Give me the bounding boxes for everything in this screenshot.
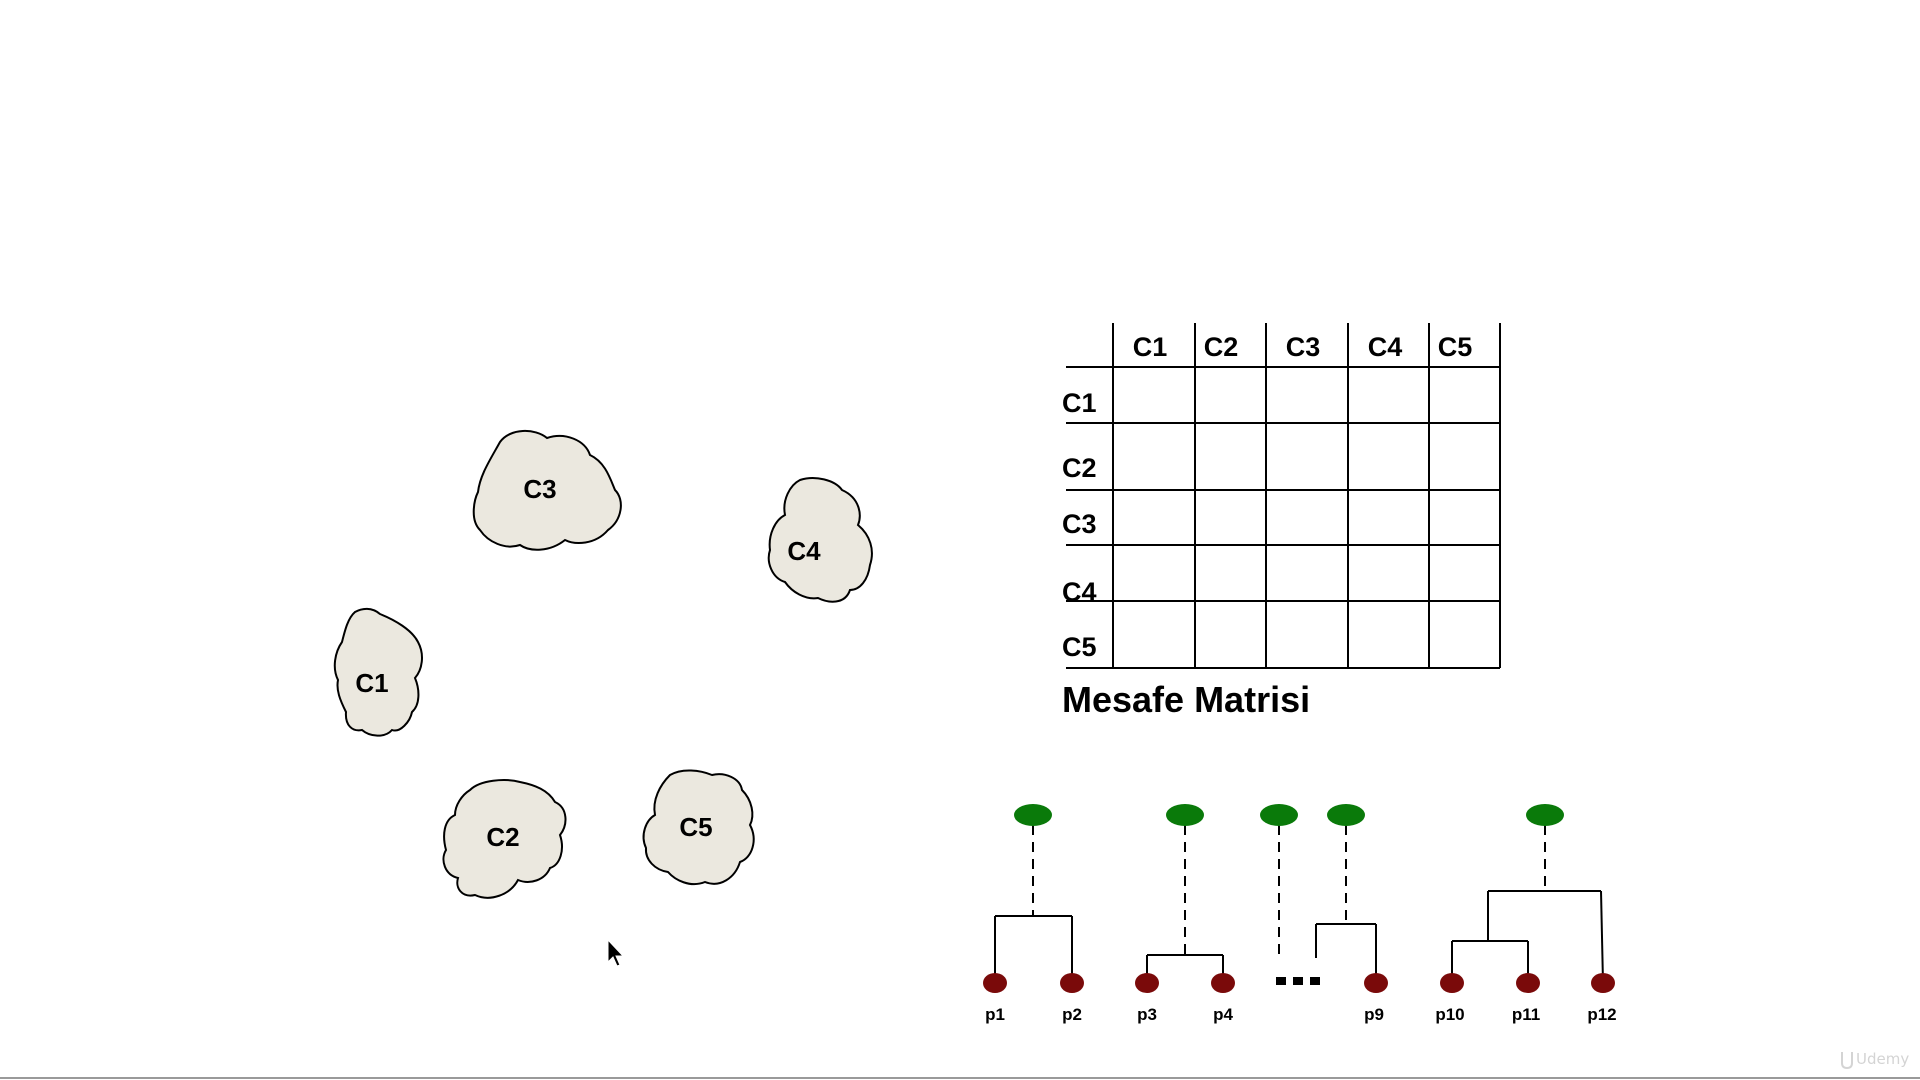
- leaf-label: p3: [1137, 1005, 1157, 1024]
- dendro-root-nodes: [1014, 804, 1564, 826]
- matrix-col-header: C5: [1438, 332, 1473, 362]
- ellipsis-dot: [1310, 977, 1320, 985]
- root-node: [1327, 804, 1365, 826]
- leaf-node-p10: [1440, 973, 1464, 993]
- leaf-label: p9: [1364, 1005, 1384, 1024]
- watermark-text: Udemy: [1856, 1050, 1909, 1068]
- matrix-row-header: C2: [1062, 453, 1097, 483]
- leaf-label: p12: [1587, 1005, 1616, 1024]
- leaf-node-p9: [1364, 973, 1388, 993]
- cluster-c5-shape: [642, 769, 755, 886]
- cluster-c3-label: C3: [523, 474, 556, 504]
- matrix-col-header: C3: [1286, 332, 1321, 362]
- root-node: [1526, 804, 1564, 826]
- matrix-row-header: C3: [1062, 509, 1097, 539]
- udemy-logo-icon: [1841, 1052, 1853, 1070]
- cluster-c5-label: C5: [679, 812, 712, 842]
- matrix-column-headers: C1 C2 C3 C4 C5: [1133, 332, 1473, 362]
- cluster-c2-label: C2: [486, 822, 519, 852]
- cluster-c5: C5: [642, 769, 755, 886]
- matrix-title: Mesafe Matrisi: [1062, 679, 1310, 720]
- matrix-row-header: C5: [1062, 632, 1097, 662]
- dendro-ellipsis: [1276, 977, 1320, 985]
- udemy-watermark: Udemy: [1841, 1050, 1909, 1070]
- root-node: [1014, 804, 1052, 826]
- root-node: [1166, 804, 1204, 826]
- dendro-leaf-labels: p1 p2 p3 p4 p9 p10 p11 p12: [985, 1005, 1617, 1024]
- root-node: [1260, 804, 1298, 826]
- leaf-label: p2: [1062, 1005, 1082, 1024]
- leaf-node-p2: [1060, 973, 1084, 993]
- cluster-c4-shape: [767, 477, 873, 603]
- cursor-icon: [607, 938, 625, 967]
- cluster-c2-shape: [442, 779, 567, 899]
- dendrogram: [994, 825, 1604, 984]
- cluster-c4: C4: [767, 477, 873, 603]
- cluster-c3: C3: [472, 430, 622, 551]
- ellipsis-dot: [1293, 977, 1303, 985]
- matrix-col-header: C1: [1133, 332, 1168, 362]
- matrix-row-header: C1: [1062, 388, 1097, 418]
- dendro-link: [1600, 890, 1604, 984]
- cluster-c4-label: C4: [787, 536, 821, 566]
- matrix-col-header: C2: [1204, 332, 1239, 362]
- leaf-node-p11: [1516, 973, 1540, 993]
- leaf-node-p12: [1591, 973, 1615, 993]
- leaf-label: p11: [1512, 1005, 1540, 1024]
- cluster-c1-shape: [333, 607, 423, 737]
- leaf-node-p4: [1211, 973, 1235, 993]
- leaf-label: p4: [1213, 1005, 1233, 1024]
- cluster-c2: C2: [442, 779, 567, 899]
- matrix-row-headers: C1 C2 C3 C4 C5: [1062, 388, 1097, 662]
- cluster-c3-shape: [472, 430, 622, 551]
- matrix-col-header: C4: [1368, 332, 1403, 362]
- leaf-node-p3: [1135, 973, 1159, 993]
- cluster-c1-label: C1: [355, 668, 388, 698]
- ellipsis-dot: [1276, 977, 1286, 985]
- dendro-leaf-nodes: [983, 973, 1615, 993]
- matrix-row-header: C4: [1062, 577, 1097, 607]
- leaf-label: p1: [985, 1005, 1005, 1024]
- leaf-label: p10: [1435, 1005, 1464, 1024]
- cluster-c1: C1: [333, 607, 423, 737]
- leaf-node-p1: [983, 973, 1007, 993]
- distance-matrix: [1066, 323, 1501, 669]
